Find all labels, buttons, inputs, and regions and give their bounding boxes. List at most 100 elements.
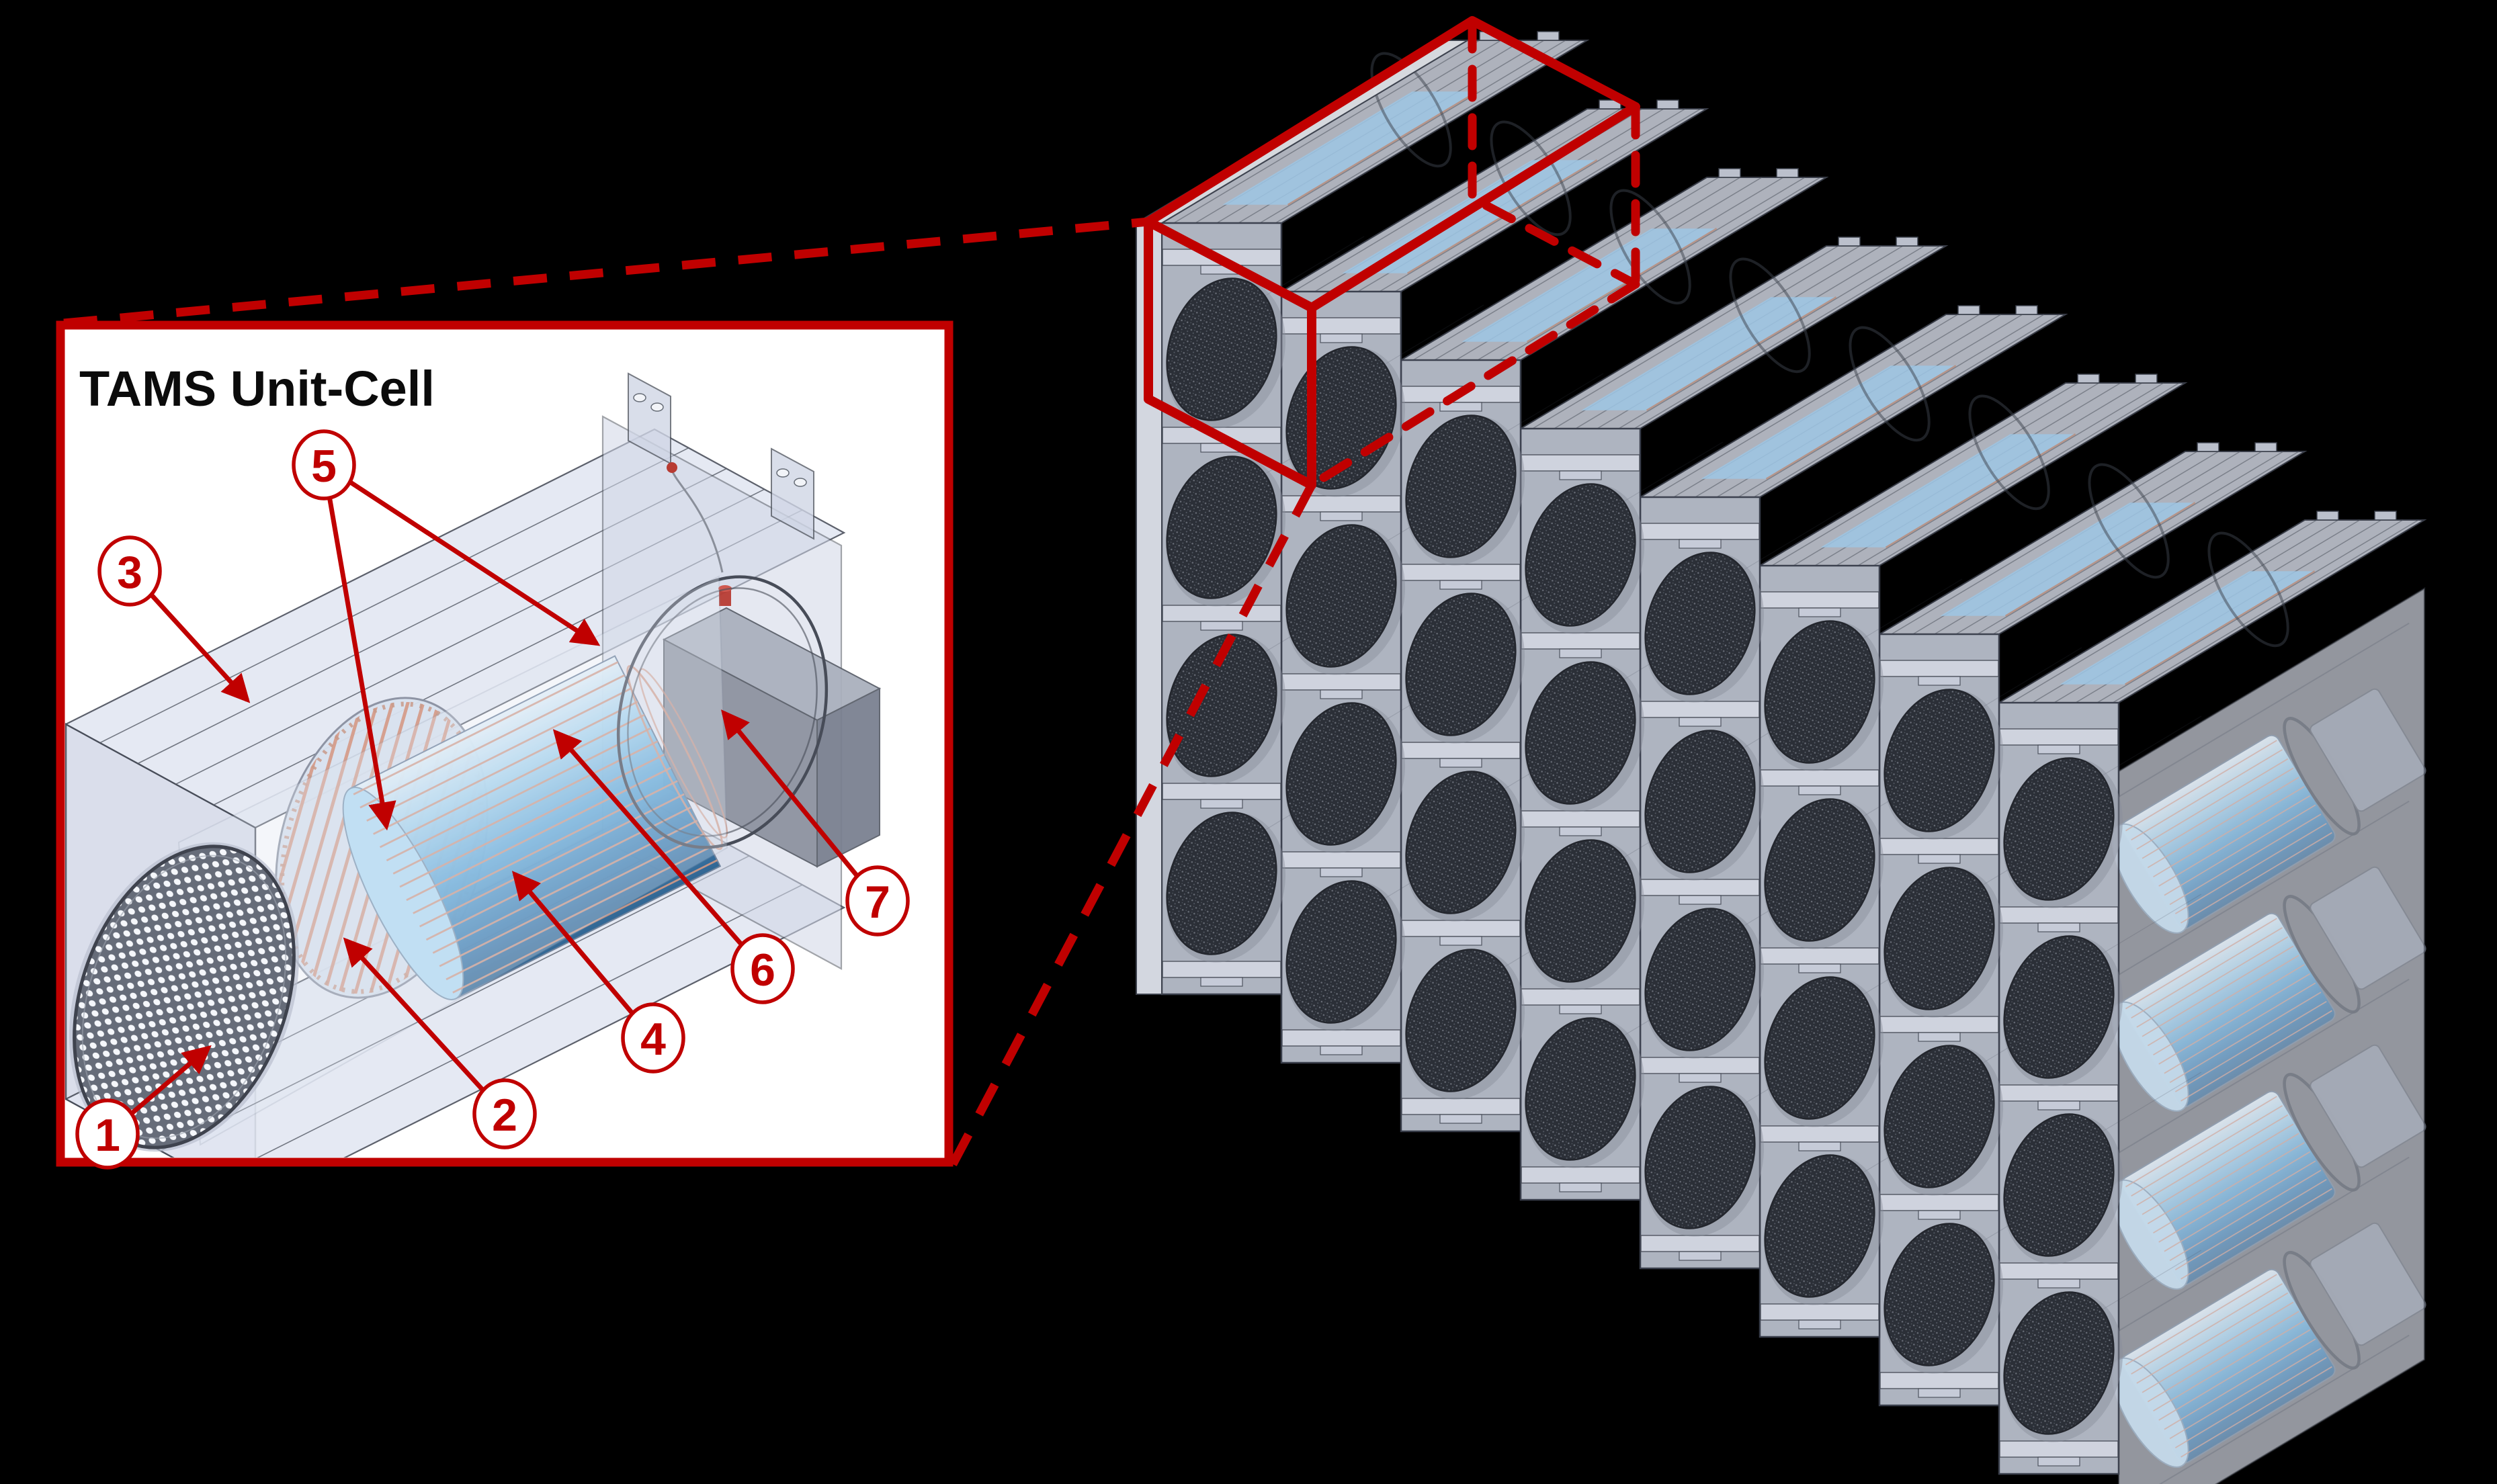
top-rib (2011, 519, 2318, 703)
sorbent-cylinder-through-top (1940, 503, 2195, 616)
cell-disc (1405, 593, 1517, 736)
cell-disc (1884, 867, 1995, 1010)
callout-1: 1 (75, 1045, 212, 1170)
cell-depth-hint (1861, 578, 1963, 640)
callout-6: 6 (552, 729, 795, 1004)
bracket-hole (650, 402, 664, 412)
cell-disc (1644, 1086, 1756, 1229)
copper-tube (452, 859, 718, 994)
callout-number: 6 (750, 945, 775, 996)
sorbent-cylinder-through-top (1701, 365, 1956, 479)
rail-step (1798, 1319, 1841, 1329)
cell-disc (2003, 1291, 2115, 1435)
callout-3: 3 (97, 535, 251, 703)
rail (1281, 673, 1401, 691)
sorbent-cylinder-through-top (1581, 297, 1836, 410)
callout-number: 4 (640, 1014, 666, 1065)
rail (1401, 742, 1521, 759)
callout-circle (621, 1002, 685, 1074)
cylinder-front-cap (342, 787, 464, 1000)
back-edge-notch (1957, 305, 1980, 315)
bracket-hole (794, 478, 807, 487)
copper-line (2164, 804, 2316, 896)
top-rib (1379, 108, 1686, 292)
array-column-3 (1518, 236, 1949, 1201)
cell-disc (1764, 620, 1875, 764)
rail (1760, 591, 1879, 609)
callout-number: 7 (865, 877, 890, 928)
rail (1879, 1194, 1999, 1211)
cell-depth-hint (1741, 1044, 1843, 1106)
copper-edge (2004, 502, 2196, 617)
callout-circle (845, 865, 910, 936)
rail-step (1559, 1004, 1602, 1014)
cell-depth-hint (1861, 934, 1963, 996)
cell-depth-hint (1382, 304, 1484, 366)
cell-disc (1884, 1223, 1995, 1366)
sensor-wire (671, 470, 724, 573)
rail (1999, 728, 2119, 746)
frame-top-beam-rib (99, 447, 689, 744)
serpentine-line (295, 689, 383, 982)
top-rib (1173, 40, 1480, 224)
copper-tube (386, 727, 652, 862)
top-rib (2097, 519, 2404, 703)
copper-line (2158, 973, 2311, 1065)
cell-disc (1644, 908, 1756, 1051)
copper-line (2125, 1096, 2277, 1188)
rail-step (2037, 1278, 2080, 1289)
cell-depth-hint (1621, 619, 1724, 681)
cell-depth-hint (1861, 756, 1963, 818)
copper-line (2147, 1133, 2299, 1225)
copper-tube (399, 753, 665, 888)
rail (1760, 947, 1879, 965)
top-rib (1771, 382, 2078, 566)
top-rib (1652, 314, 1959, 498)
copper-line (2158, 795, 2311, 887)
back-edge-notch (2197, 442, 2219, 452)
back-edge-notch (2254, 442, 2277, 452)
copper-tube (353, 661, 619, 795)
fan-ring (616, 575, 829, 849)
array-column-6 (1877, 442, 2308, 1407)
sorbent-cylinder-through-top (1820, 434, 2076, 548)
back-edge-notch (1599, 99, 1621, 110)
copper-line (2131, 1105, 2283, 1197)
rail-step (1200, 977, 1243, 987)
rail-step (1679, 895, 1722, 905)
callout-circle (75, 1098, 140, 1170)
array-column-2 (1398, 168, 1829, 1133)
rail (1162, 605, 1281, 622)
rail-step (1559, 826, 1602, 836)
rail-step (1200, 621, 1243, 631)
cell-depth-hint (1741, 510, 1843, 572)
cell-depth-hint (1263, 770, 1365, 832)
callout-4: 4 (511, 871, 685, 1074)
copper-line (2174, 1000, 2327, 1092)
cell-depth-hint (2100, 893, 2202, 955)
cell-disc (1525, 661, 1636, 805)
sorbent-cylinder-through-top (1222, 91, 1478, 205)
fan-ring-through-top (1370, 52, 1452, 168)
fan-ring-through-top (1968, 394, 2050, 511)
rail-step (1320, 511, 1363, 521)
copper-line (2131, 927, 2283, 1019)
top-rib (1412, 177, 1720, 361)
cell-disc (2003, 1113, 2115, 1257)
copper-line (2174, 1178, 2327, 1270)
side-shelf-line (2118, 622, 2410, 797)
highlight-box-hidden-bottom (1307, 279, 1640, 490)
copper-line (2169, 992, 2322, 1084)
rail-step (2037, 1456, 2080, 1467)
callout-arrow (349, 480, 601, 646)
rail (1281, 317, 1401, 335)
side-cylinder-row3 (2111, 1222, 2426, 1468)
rail-step (1918, 1032, 1961, 1042)
rail (1760, 769, 1879, 787)
cell-depth-hint (1980, 647, 2082, 709)
cell-disc (2003, 757, 2115, 901)
cell-disc (1166, 277, 1277, 421)
red-cap (719, 588, 731, 606)
rail-step (1559, 648, 1602, 658)
cell-disc (1764, 798, 1875, 942)
